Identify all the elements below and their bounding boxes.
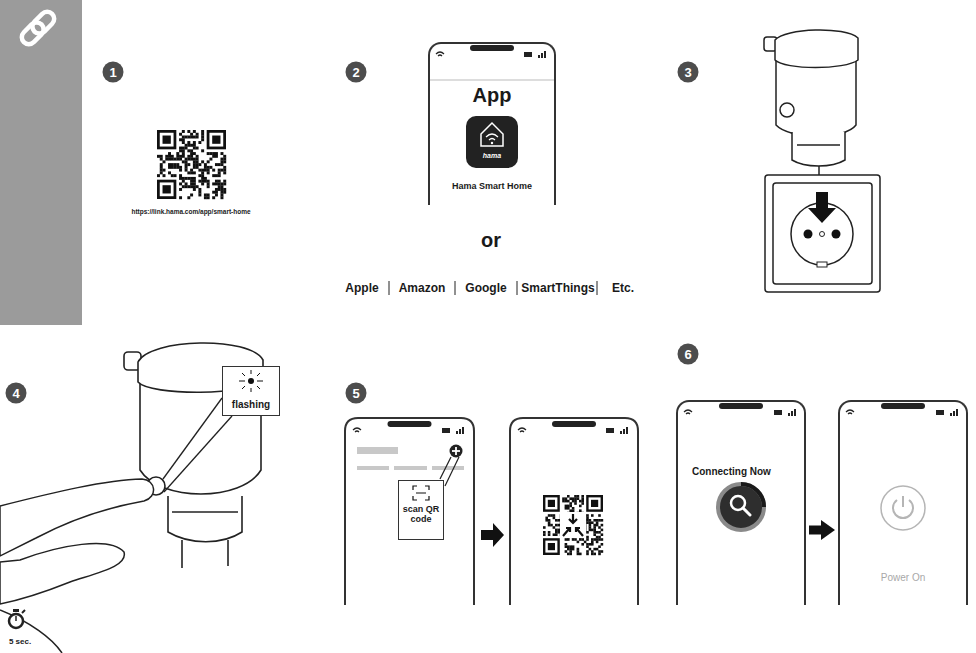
platform-name: SmartThings xyxy=(521,281,594,295)
label-holder: Apple xyxy=(345,281,378,295)
or-text: or xyxy=(481,229,501,252)
callout-box: flashing xyxy=(222,366,280,416)
phone-screen: Connecting Now xyxy=(676,400,806,605)
link-icon xyxy=(19,9,57,47)
add-icon xyxy=(450,445,463,458)
label-holder: 2 xyxy=(346,62,367,83)
app-icon: hama xyxy=(466,116,518,168)
label-holder: 4 xyxy=(6,383,27,404)
step-number: 2 xyxy=(346,62,367,83)
text-holder: scan QR code xyxy=(401,504,441,525)
house-icon xyxy=(466,116,518,148)
label-holder: 1 xyxy=(103,62,124,83)
separator xyxy=(597,281,598,295)
duration-text: 5 sec. xyxy=(9,637,31,646)
platform-name: Amazon xyxy=(399,281,446,295)
label-holder: Amazon xyxy=(399,281,446,295)
placeholder-bars xyxy=(357,447,464,470)
text-holder: Power On xyxy=(840,572,966,584)
label-holder: SmartThings xyxy=(521,281,594,295)
hand xyxy=(0,479,154,653)
step-number: 3 xyxy=(678,62,699,83)
url-text: https://link.hama.com/app/smart-home xyxy=(131,208,250,215)
phone-screen: Power On xyxy=(838,400,968,605)
separator xyxy=(389,281,390,295)
plug-small xyxy=(764,30,858,190)
search-spinner xyxy=(718,484,764,530)
step-number: 5 xyxy=(346,383,367,404)
platform-name: Google xyxy=(465,281,506,295)
status-text: Connecting Now xyxy=(692,466,802,478)
brand-text: hama xyxy=(466,152,518,160)
phone-status xyxy=(353,45,958,434)
label-holder: 3 xyxy=(678,62,699,83)
text-holder: Connecting Now xyxy=(692,466,802,478)
sun-icon xyxy=(223,367,281,399)
text-holder: hama xyxy=(466,152,518,160)
step-number: 6 xyxy=(678,344,699,365)
step-number: 1 xyxy=(103,62,124,83)
text-holder: App xyxy=(430,84,554,107)
callout-text: flashing xyxy=(223,399,279,411)
separator xyxy=(455,281,456,295)
flow-arrow xyxy=(809,526,821,535)
label-holder: Google xyxy=(465,281,506,295)
label-holder: 6 xyxy=(678,344,699,365)
label-holder: or xyxy=(481,229,501,252)
separator xyxy=(517,281,518,295)
screen-title: App xyxy=(430,84,554,107)
step-number: 4 xyxy=(6,383,27,404)
callout-text: scan QR code xyxy=(401,504,441,525)
wall-socket xyxy=(765,175,880,292)
callout-box: scan QR code xyxy=(398,480,444,540)
qr-code xyxy=(157,130,603,555)
label-holder: Etc. xyxy=(612,281,634,295)
phone-frame xyxy=(510,418,638,605)
stopwatch-icon xyxy=(9,609,25,628)
status-text: Power On xyxy=(840,572,966,584)
phone-frame xyxy=(345,418,474,605)
platform-name: Etc. xyxy=(612,281,634,295)
label-holder: 5 sec. xyxy=(9,637,31,646)
platform-name: Apple xyxy=(345,281,378,295)
label-holder: 5 xyxy=(346,383,367,404)
step-arrow xyxy=(481,523,504,547)
text-holder: Hama Smart Home xyxy=(430,181,554,191)
phone-screen: hama AppHama Smart Home xyxy=(428,42,556,205)
power-button xyxy=(881,486,925,530)
text-holder: flashing xyxy=(223,399,279,411)
label-holder: https://link.hama.com/app/smart-home xyxy=(131,208,250,215)
app-name: Hama Smart Home xyxy=(430,181,554,191)
side-band xyxy=(0,0,82,325)
